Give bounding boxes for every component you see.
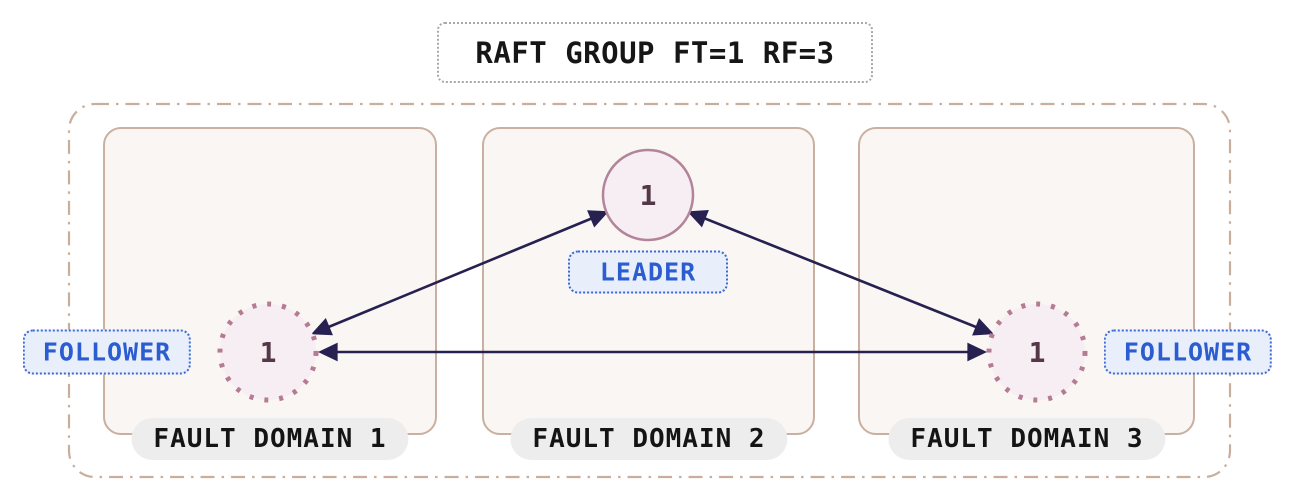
follower3-role-badge: FOLLOWER (1103, 329, 1273, 375)
leader-role-badge: LEADER (568, 250, 728, 294)
diagram-title-box: RAFT GROUP FT=1 RF=3 (437, 22, 873, 83)
arrow-leader-follower3 (687, 209, 994, 336)
fault-domain-3-label: FAULT DOMAIN 3 (888, 418, 1166, 460)
leader-node-id: 1 (639, 179, 657, 212)
follower1-node-id: 1 (259, 336, 277, 369)
follower3-node-id: 1 (1028, 336, 1046, 369)
diagram-title: RAFT GROUP FT=1 RF=3 (475, 35, 835, 70)
arrow-leader-follower1 (311, 210, 609, 336)
fault-domain-2-label: FAULT DOMAIN 2 (510, 418, 788, 460)
follower1-role-badge: FOLLOWER (22, 329, 192, 375)
fault-domain-1-label: FAULT DOMAIN 1 (131, 418, 409, 460)
raft-group-boundary (67, 102, 1232, 479)
follower1-node-circle (217, 301, 319, 403)
follower3-node-circle (986, 301, 1088, 403)
leader-node-circle (601, 148, 695, 242)
